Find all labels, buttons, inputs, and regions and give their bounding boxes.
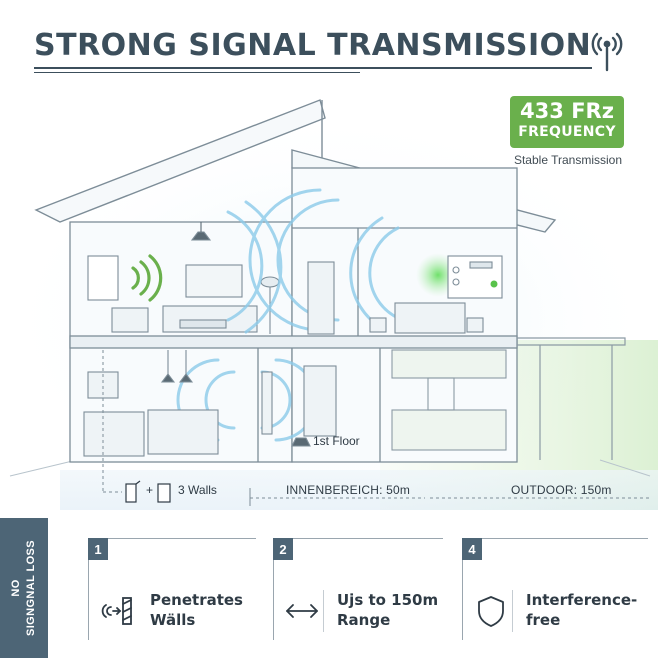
transmitter-signal-arcs (131, 254, 163, 302)
feature-number: 2 (273, 538, 293, 560)
armchair (111, 307, 149, 333)
feature-number: 1 (88, 538, 108, 560)
floor-icon (291, 437, 311, 447)
feature-separator (323, 590, 324, 632)
feature-line2: Range (337, 611, 391, 629)
hallway-lower (261, 365, 337, 447)
double-arrow-icon (286, 604, 318, 618)
kitchen-right (391, 349, 507, 451)
side-tab-line1: NO (10, 579, 22, 597)
dining-table (147, 409, 219, 455)
living-room (87, 222, 280, 334)
title-underline (34, 67, 592, 69)
frequency-value: 433 FRz (520, 99, 614, 123)
feature-line2: Wälls (150, 611, 196, 629)
coffee-table (179, 319, 227, 329)
feature-divider (108, 538, 256, 539)
feature-penetrates-walls: 1 Penetrates Wälls (88, 538, 274, 642)
feature-line1: Penetrates (150, 591, 243, 609)
floor-label: 1st Floor (313, 434, 360, 448)
feature-divider (88, 560, 89, 640)
feature-text: Penetrates Wälls (150, 590, 243, 630)
feature-divider (293, 538, 443, 539)
nightstand-left (369, 317, 387, 333)
receiver-device (447, 255, 503, 299)
indoor-range-label: INNENBEREICH: 50m (286, 483, 411, 497)
upper-door (307, 261, 335, 335)
wall-signal-icon (101, 597, 132, 625)
picture-frame (185, 264, 243, 298)
title-underline-secondary (34, 72, 360, 73)
outdoor-range-label: OUTDOOR: 150m (511, 483, 612, 497)
lamp-shade (260, 276, 280, 288)
feature-divider (482, 538, 648, 539)
lower-door-left (261, 371, 273, 435)
feature-separator (512, 590, 513, 632)
ground-line (599, 459, 651, 477)
nightstand-right (466, 317, 484, 333)
bed (394, 302, 466, 334)
feature-divider (462, 560, 463, 640)
walls-label: 3 Walls (178, 483, 217, 497)
feature-number: 4 (462, 538, 482, 560)
feature-line2: free (526, 611, 561, 629)
feature-range: 2 Uјs to 150m Range (273, 538, 459, 642)
lower-door (303, 365, 337, 437)
dimension-lines (102, 350, 650, 506)
shield-icon (478, 596, 504, 627)
walls-icons (125, 480, 171, 503)
feature-text: Interference- free (526, 590, 637, 630)
frequency-badge: 433 FRz FREQUENCY (510, 96, 624, 148)
page-title: STRONG SIGNAL TRANSMISSION (34, 28, 592, 63)
kitchen-counter (83, 411, 145, 457)
left-roof (34, 99, 326, 223)
feature-text: Uјs to 150m Range (337, 590, 438, 630)
side-tab (0, 518, 48, 658)
hallway-upper (307, 261, 335, 335)
feature-interference-free: 4 Interference- free (462, 538, 648, 642)
antenna-signal-icon (591, 32, 623, 72)
side-tab-line2: SIGNGNAL LOSS (25, 539, 37, 637)
ceiling-lamp (190, 231, 212, 241)
feature-line1: Interference- (526, 591, 638, 609)
frequency-label: FREQUENCY (518, 124, 616, 140)
side-tab-label: NO SIGNGNAL LOSS (9, 518, 39, 658)
house-illustration (0, 99, 658, 510)
walls-plus: + (146, 483, 154, 497)
bedroom (369, 302, 484, 334)
wall-transmitter (87, 255, 119, 301)
feature-divider (273, 560, 274, 640)
feature-line1: Uјs to 150m (337, 591, 439, 609)
porch-frame (517, 337, 626, 460)
